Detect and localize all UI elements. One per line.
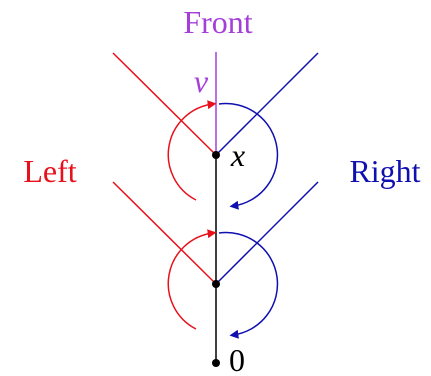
lower-right-arc [218,231,279,339]
upper-right-branch [215,52,319,156]
lower-left-branch [112,181,217,285]
node-middle [212,280,220,288]
label-x: x [230,137,245,173]
label-zero: 0 [229,342,245,376]
lower-right-branch [215,181,319,285]
upper-right-arc [218,102,279,210]
upper-left-branch [112,52,217,156]
label-front: Front [183,4,252,40]
label-v: v [194,63,209,99]
label-right: Right [349,153,420,189]
label-left: Left [23,153,76,189]
node-root [212,359,220,367]
lower-left-arc [167,229,217,330]
node-x [212,151,220,159]
upper-left-arc [167,100,217,201]
